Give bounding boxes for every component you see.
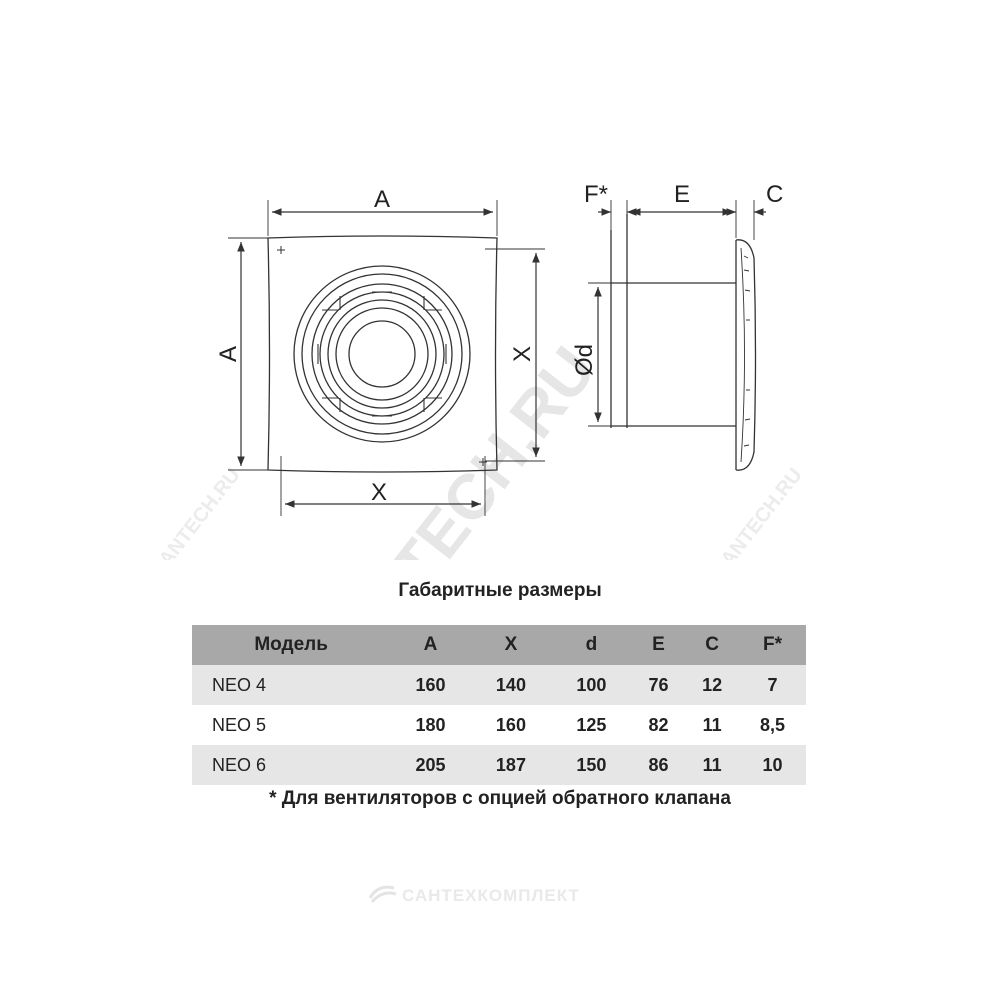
cell-model: NEO 4 <box>192 665 391 705</box>
cell-model: NEO 5 <box>212 714 267 735</box>
cell-d: 150 <box>551 745 632 785</box>
cell-X: 187 <box>470 745 552 785</box>
watermark-right: SANTECH.RU <box>709 464 807 560</box>
front-dimensions <box>228 200 545 516</box>
table-row: NEO 6 205 187 150 86 11 10 <box>192 745 806 785</box>
watermark-left: SANTECH.RU <box>147 464 245 560</box>
duct-body <box>611 240 737 470</box>
header-X: X <box>470 625 552 665</box>
table-row: NEO 4 160 140 100 76 12 7 <box>192 665 806 705</box>
label-side-E: E <box>674 181 690 208</box>
cell-X: 160 <box>495 714 526 735</box>
cell-X: 140 <box>470 665 552 705</box>
cell-model: NEO 6 <box>192 745 391 785</box>
cell-F: 8,5 <box>759 714 785 735</box>
footnote: * Для вентиляторов с опцией обратного кл… <box>269 788 731 809</box>
brand-name: САНТЕХКОМПЛЕКТ <box>402 885 580 905</box>
cell-E: 82 <box>648 714 669 735</box>
cell-F: 7 <box>738 665 806 705</box>
label-mount-X-vertical: X <box>509 346 536 362</box>
cell-F: 10 <box>738 745 806 785</box>
table-row: NEO 5 180 160 125 82 11 8,5 <box>192 705 806 745</box>
cell-A: 205 <box>390 745 471 785</box>
cell-E: 86 <box>631 745 686 785</box>
table-header-row: Модель A X d E C F* <box>192 625 806 665</box>
header-A: A <box>390 625 471 665</box>
header-model: Модель <box>192 625 391 665</box>
label-side-F: F* <box>584 181 608 208</box>
technical-drawing: SANTECH.RU SANTECH.RU SANTECH.RU A A X <box>147 181 807 560</box>
outer-ring <box>293 265 471 443</box>
dimensions-table: Модель A X d E C F* NEO 4 160 140 100 76… <box>192 625 806 785</box>
header-F: F* <box>738 625 806 665</box>
label-side-C: C <box>766 181 783 208</box>
cell-d: 100 <box>551 665 632 705</box>
label-mount-X-horizontal: X <box>371 479 387 506</box>
cell-E: 76 <box>631 665 686 705</box>
cell-A: 160 <box>390 665 471 705</box>
cell-A: 180 <box>415 714 446 735</box>
cell-C: 12 <box>685 665 739 705</box>
center-hub <box>348 320 416 388</box>
brand-watermark: САНТЕХКОМПЛЕКТ <box>368 884 580 909</box>
cell-C: 11 <box>702 714 722 735</box>
watermark-main: SANTECH.RU <box>294 334 609 560</box>
header-d: d <box>551 625 632 665</box>
front-panel-side <box>735 239 757 471</box>
label-front-width-A: A <box>374 186 390 213</box>
label-front-height-A: A <box>215 346 242 362</box>
label-side-diameter-d: Ød <box>571 344 598 376</box>
table-title: Габаритные размеры <box>398 580 602 601</box>
brand-logo-icon <box>368 884 398 909</box>
cell-d: 125 <box>576 714 607 735</box>
side-view <box>610 214 757 471</box>
front-panel <box>267 235 498 473</box>
header-C: C <box>685 625 739 665</box>
header-E: E <box>631 625 686 665</box>
front-view <box>267 235 498 473</box>
side-dimensions <box>588 200 766 427</box>
cell-C: 11 <box>685 745 739 785</box>
